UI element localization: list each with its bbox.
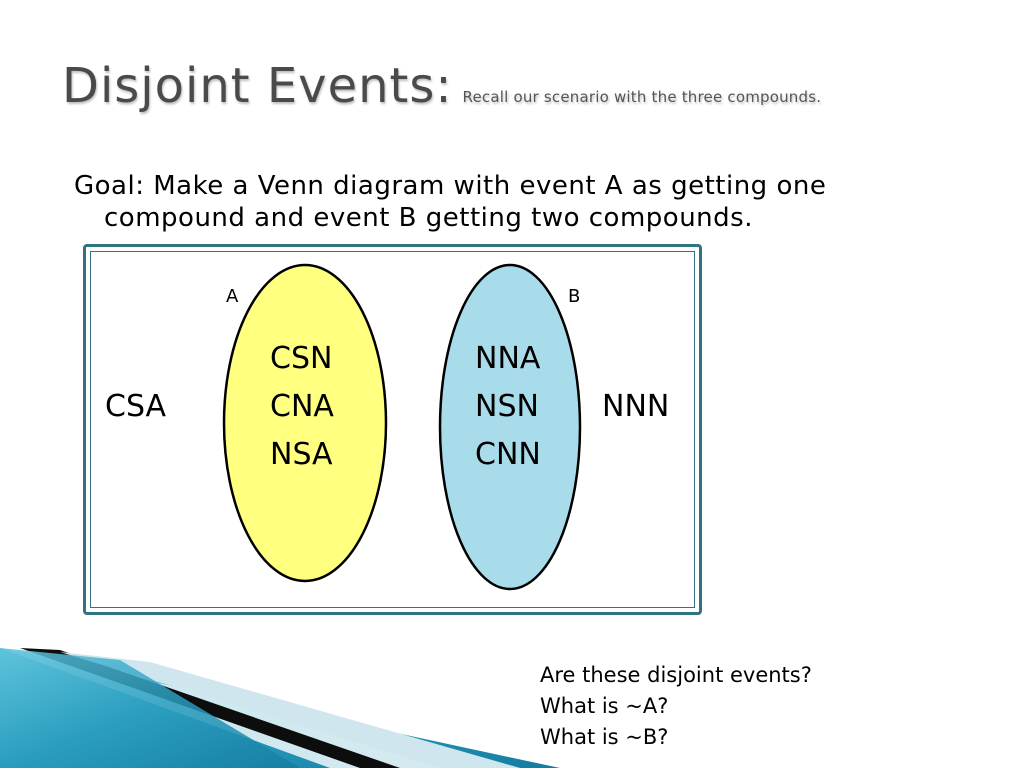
question-item: Are these disjoint events? bbox=[540, 663, 812, 687]
venn-diagram-box: A B CSN CNA NSA NNA NSN CNN CSA NNN bbox=[83, 244, 702, 615]
set-a-label: A bbox=[226, 286, 239, 307]
question-item: What is ~B? bbox=[540, 725, 669, 749]
outside-right-item: NNN bbox=[602, 389, 669, 424]
questions-list: Are these disjoint events? What is ~A? W… bbox=[540, 660, 812, 753]
set-a-item: CSN bbox=[270, 341, 332, 376]
outside-left-item: CSA bbox=[105, 389, 167, 424]
question-item: What is ~A? bbox=[540, 694, 669, 718]
set-a-item: CNA bbox=[270, 389, 334, 424]
title-subtitle: Recall our scenario with the three compo… bbox=[462, 88, 822, 106]
set-b-ellipse bbox=[438, 263, 582, 591]
set-b-label: B bbox=[568, 286, 580, 307]
set-b-item: NSN bbox=[475, 389, 539, 424]
set-b-item: CNN bbox=[475, 437, 541, 472]
title-main: Disjoint Events: bbox=[62, 58, 453, 114]
goal-text: Goal: Make a Venn diagram with event A a… bbox=[74, 171, 827, 233]
set-a-item: NSA bbox=[270, 437, 333, 472]
slide-title: Disjoint Events: Recall our scenario with… bbox=[62, 58, 821, 114]
venn-box-inner-border bbox=[90, 251, 695, 608]
set-a-ellipse bbox=[222, 263, 388, 583]
set-b-item: NNA bbox=[475, 341, 541, 376]
venn-diagram: A B CSN CNA NSA NNA NSN CNN CSA NNN bbox=[105, 263, 669, 591]
